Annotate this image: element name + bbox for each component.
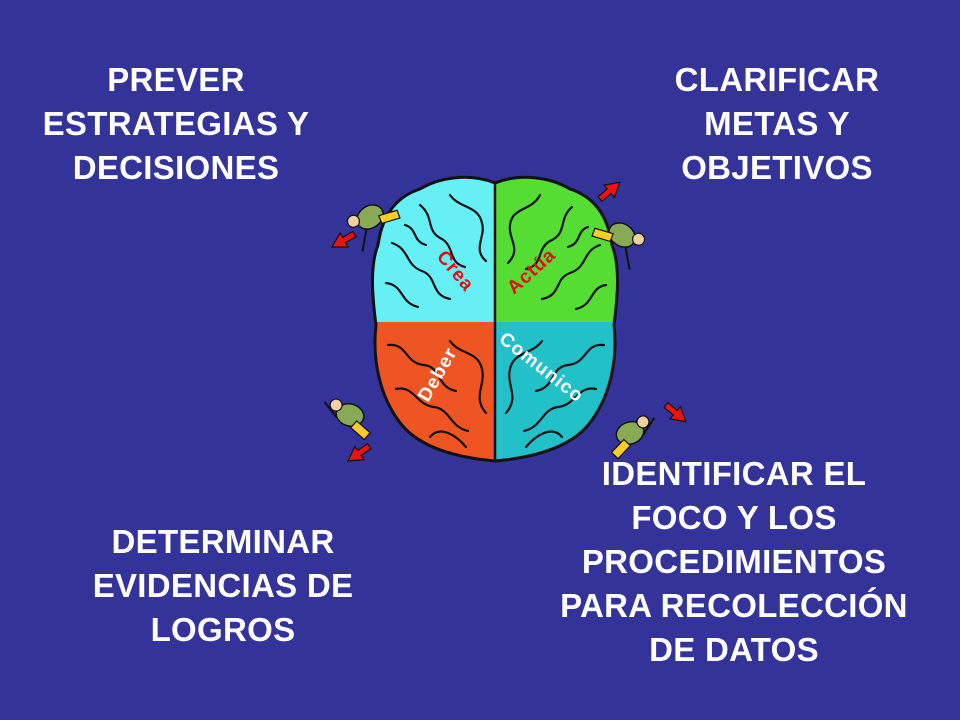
figure-pushing-bottom-left xyxy=(323,398,371,441)
brain-folds xyxy=(384,193,608,449)
arrow-icon-bottom-left xyxy=(347,442,372,462)
arrow-icon-top-right xyxy=(597,181,621,203)
arrow-icon-top-left xyxy=(330,230,357,248)
figure-pushing-bottom-right xyxy=(610,415,656,460)
label-determinar-evidencias: DETERMINAR EVIDENCIAS DE LOGROS xyxy=(92,523,354,648)
brain-diagram: Crea Actúa Deber Comunico xyxy=(323,175,687,463)
figure-pushing-top-left xyxy=(346,204,401,252)
arrow-icon-bottom-right xyxy=(663,401,687,423)
label-prever-estrategias: PREVER ESTRATEGIAS Y DECISIONES xyxy=(42,61,310,186)
figure-pushing-top-right xyxy=(591,222,646,270)
label-clarificar-metas: CLARIFICAR METAS Y OBJETIVOS xyxy=(674,61,880,186)
label-identificar-foco: IDENTIFICAR EL FOCO Y LOS PROCEDIMIENTOS… xyxy=(560,455,908,668)
